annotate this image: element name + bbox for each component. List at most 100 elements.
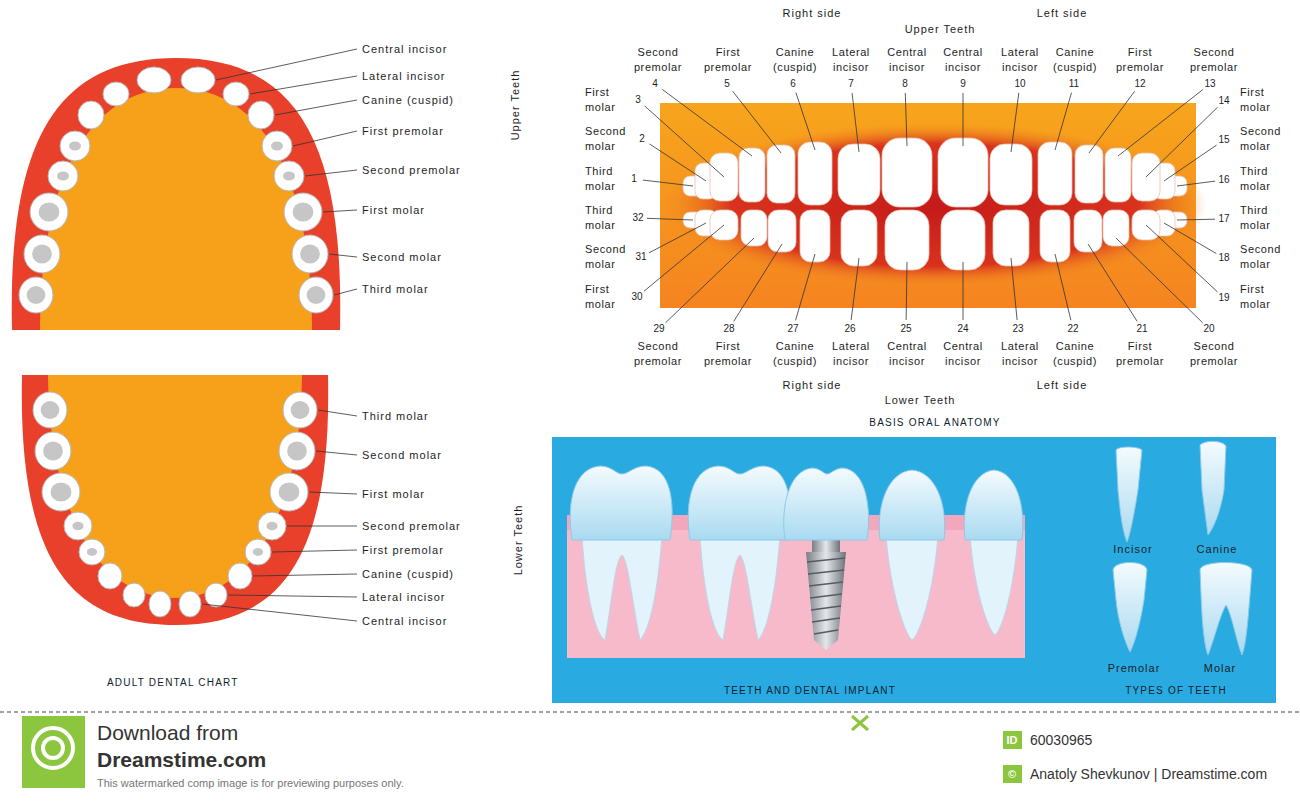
- part-label: Molar: [1204, 661, 1237, 675]
- leader-line: [250, 76, 357, 94]
- leader-line: [216, 49, 357, 80]
- callout-number: 23: [1012, 322, 1023, 336]
- leader-line: [293, 131, 357, 146]
- part-label: Lower Teeth: [885, 393, 956, 407]
- leader-line: [1011, 93, 1019, 152]
- part-label: Third molar: [585, 203, 616, 233]
- tooth: [741, 210, 767, 246]
- tooth-groove: [51, 483, 72, 502]
- drawing-part: [970, 535, 1018, 635]
- part-label: Central incisor: [943, 339, 983, 369]
- footer-text: Dreamstime.com: [97, 748, 266, 772]
- part-label: Right side: [783, 378, 842, 392]
- upper-palate: [40, 88, 312, 330]
- drawing-part: [808, 570, 844, 574]
- leader-line: [906, 262, 908, 320]
- part-label: Second premolar: [1190, 45, 1238, 75]
- footer-text: Download from: [97, 721, 238, 745]
- leader-line: [905, 93, 907, 146]
- part-label: First molar: [1240, 85, 1271, 115]
- callout-number: 14: [1218, 94, 1229, 108]
- leader-line: [275, 100, 357, 115]
- arch-tooth: [79, 539, 105, 565]
- arch-tooth: [205, 583, 227, 607]
- drawing-part: [814, 630, 838, 634]
- arch-tooth: [78, 101, 104, 129]
- part-label: Central incisor: [362, 614, 447, 628]
- drawing-part: [1113, 563, 1147, 653]
- arch-tooth: [42, 473, 80, 511]
- arch-tooth: [245, 539, 271, 565]
- arch-tooth: [181, 67, 215, 93]
- leader-line: [1116, 238, 1203, 323]
- arch-tooth: [64, 512, 92, 540]
- callout-number: 28: [723, 322, 734, 336]
- part-label: Lateral incisor: [832, 45, 870, 75]
- leader-line: [1118, 90, 1203, 156]
- tooth: [1074, 210, 1102, 252]
- badge-text: ©: [1008, 767, 1016, 781]
- panel-caption: TEETH AND DENTAL IMPLANT: [724, 684, 896, 698]
- tooth: [882, 138, 932, 207]
- leader-line: [734, 244, 782, 321]
- leader-line: [334, 289, 357, 295]
- leader-line: [228, 595, 357, 597]
- part-label: Lateral incisor: [1001, 45, 1039, 75]
- tooth-groove: [287, 442, 307, 461]
- callout-number: 18: [1218, 251, 1229, 265]
- part-label: Canine: [1197, 542, 1238, 556]
- arch-tooth: [149, 591, 171, 617]
- tooth-groove: [43, 442, 63, 461]
- tooth: [1103, 210, 1129, 246]
- tooth: [885, 210, 929, 270]
- tooth: [767, 145, 795, 203]
- part-label: First premolar: [704, 45, 752, 75]
- part-label: Second premolar: [362, 519, 461, 533]
- callout-number: 7: [848, 77, 854, 91]
- part-label: First molar: [362, 487, 425, 501]
- leader-line: [1011, 258, 1017, 320]
- part-label: Third molar: [362, 409, 429, 423]
- callout-number: 9: [960, 77, 966, 91]
- callout-number: 30: [631, 290, 642, 304]
- part-label: Lateral incisor: [832, 339, 870, 369]
- tooth: [838, 144, 880, 205]
- drawing-part: [688, 466, 790, 540]
- arch-tooth: [33, 392, 67, 428]
- part-label: Canine (cuspid): [773, 45, 817, 75]
- drawing-part: [807, 558, 845, 634]
- tooth-groove: [27, 286, 46, 304]
- tooth-groove: [72, 522, 83, 530]
- leader-line: [650, 144, 706, 181]
- part-label: Central incisor: [943, 45, 983, 75]
- tooth-groove: [271, 142, 283, 151]
- drawing-part: [812, 618, 840, 622]
- leader-line: [851, 258, 859, 320]
- part-label: Second premolar: [634, 45, 682, 75]
- callout-number: 31: [635, 250, 646, 264]
- panel-title: BASIS ORAL ANATOMY: [869, 416, 1000, 430]
- part-label: Third molar: [585, 164, 616, 194]
- part-label: First molar: [585, 282, 616, 312]
- tooth-groove: [57, 172, 69, 181]
- tooth-groove: [87, 548, 97, 556]
- tooth-groove: [293, 203, 314, 222]
- part-label: Canine (cuspid): [362, 567, 454, 581]
- drawing-part: [700, 535, 780, 640]
- tooth: [768, 210, 796, 252]
- callout-number: 17: [1218, 212, 1229, 226]
- scissors-icon: [852, 716, 868, 730]
- callout-number: 26: [844, 322, 855, 336]
- part-label: Second premolar: [634, 339, 682, 369]
- implant-panel: [552, 437, 1276, 703]
- drawing-part: [809, 582, 843, 586]
- leader-line: [963, 93, 964, 146]
- part-label: Left side: [1037, 378, 1088, 392]
- part-label: First premolar: [704, 339, 752, 369]
- part-label: First premolar: [1116, 45, 1164, 75]
- part-label: Canine (cuspid): [1053, 45, 1097, 75]
- tooth: [1105, 148, 1131, 202]
- callout-number: 15: [1218, 133, 1229, 147]
- callout-number: 3: [635, 93, 641, 107]
